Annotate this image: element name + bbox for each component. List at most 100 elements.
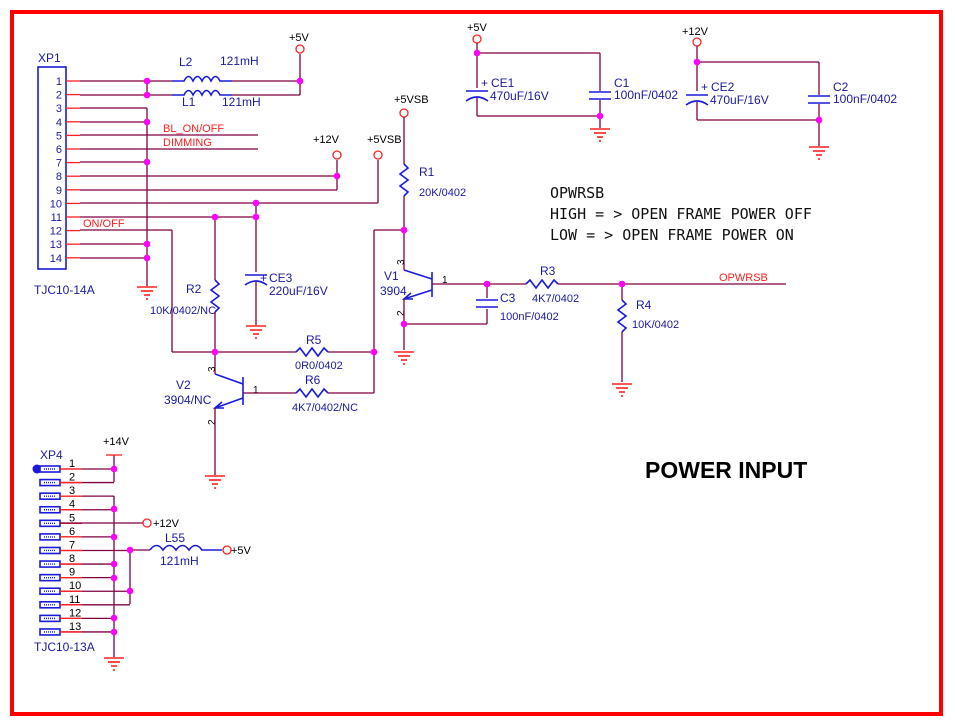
power-port-5vsb-mid: [373, 150, 383, 160]
net-label-bl-on-off: BL_ON/OFF: [163, 123, 224, 135]
transistor-v2[interactable]: V2 3904/NC 3 1 2: [164, 366, 259, 425]
junction-dot: [110, 614, 118, 622]
xp1-pin-10: 10: [50, 198, 62, 210]
junction-dot: [143, 158, 151, 166]
junction-dot: [400, 320, 408, 328]
transistor-v1[interactable]: V1 3904 3 1 2: [380, 259, 448, 316]
ground-icon: [136, 286, 158, 300]
xp1-pin-13: 13: [50, 239, 62, 251]
capacitor-c2[interactable]: C2 100nF/0402: [808, 80, 897, 106]
junction-dot: [143, 240, 151, 248]
power-label-12v-ce2: +12V: [682, 26, 709, 38]
xp4-pin: 13: [39, 621, 114, 636]
junction-dot: [252, 213, 260, 221]
v1-pin3: 3: [396, 259, 407, 265]
xp1-wires: [66, 80, 379, 353]
power-port-12v-xp4: [142, 518, 152, 528]
junction-dot: [333, 172, 341, 180]
xp1-body: [37, 66, 67, 270]
junction-dot: [618, 280, 626, 288]
xp4-pin-number: 3: [69, 485, 75, 497]
ce1-polarity: +: [481, 76, 488, 90]
inductor-l2[interactable]: L2 121mH: [172, 54, 259, 83]
junction-dot: [483, 280, 491, 288]
xp1-pin-4: 4: [56, 117, 62, 129]
l1-value: 121mH: [222, 95, 261, 109]
xp4-pin-number: 10: [69, 580, 81, 592]
power-label-12v-xp4: +12V: [153, 518, 180, 530]
junction-dot: [296, 77, 304, 85]
xp4-pin-number: 1: [69, 458, 75, 470]
c3-ref: C3: [500, 291, 516, 305]
note-line-1: OPWRSB: [550, 184, 604, 202]
power-port-5v-ce1: [472, 34, 482, 44]
power-label-5vsb-r1: +5VSB: [394, 94, 429, 106]
l55-value: 121mH: [160, 554, 199, 568]
v1-pin1: 1: [442, 275, 448, 286]
xp4-pin-number: 8: [69, 553, 75, 565]
r5-value: 0R0/0402: [295, 360, 343, 372]
xp4-part: TJC10-13A: [34, 640, 95, 654]
ground-icon: [245, 325, 267, 339]
power-label-14v: +14V: [103, 436, 130, 448]
xp4-pin: 10: [39, 580, 130, 596]
junction-dot: [110, 574, 118, 582]
junction-dot: [400, 226, 408, 234]
xp1-pin-2: 2: [56, 90, 62, 102]
resistor-r2[interactable]: R2 10K/0402/NC: [150, 279, 221, 317]
v2-pin1: 1: [253, 385, 259, 396]
xp4-pin-number: 4: [69, 499, 75, 511]
inductor-l1[interactable]: L1 121mH: [172, 89, 261, 110]
xp1-part: TJC10-14A: [34, 283, 95, 297]
junction-dot: [110, 628, 118, 636]
junction-dot: [126, 546, 134, 554]
inductor-l55[interactable]: L55 121mH: [149, 531, 222, 568]
r1-ref: R1: [419, 165, 435, 179]
ground-icon: [393, 351, 415, 365]
junction-dot: [596, 112, 604, 120]
xp1-pin-3: 3: [56, 103, 62, 115]
capacitor-ce2[interactable]: + CE2 470uF/16V: [685, 80, 769, 107]
power-label-5v-ce1: +5V: [467, 22, 488, 34]
resistor-r1[interactable]: R1 20K/0402: [398, 163, 466, 199]
c1-ref: C1: [614, 76, 630, 90]
resistor-r3[interactable]: R3 4K7/0402: [525, 264, 579, 305]
xp4-pin: 7: [39, 539, 130, 555]
capacitor-ce1[interactable]: + CE1 470uF/16V: [465, 76, 549, 103]
note-line-3: LOW = > OPEN FRAME POWER ON: [550, 226, 794, 244]
capacitor-ce3[interactable]: + CE3 220uF/16V: [244, 271, 328, 298]
xp1-pin-9: 9: [56, 185, 62, 197]
resistor-r5[interactable]: R5 0R0/0402: [295, 333, 343, 372]
capacitor-c1[interactable]: C1 100nF/0402: [589, 76, 678, 102]
r2-value: 10K/0402/NC: [150, 305, 216, 317]
xp4-pin: 2: [39, 472, 114, 487]
r6-value: 4K7/0402/NC: [292, 402, 358, 414]
xp4-pin-number: 9: [69, 567, 75, 579]
resistor-r6[interactable]: R6 4K7/0402/NC: [292, 373, 358, 414]
xp1-ref: XP1: [38, 51, 61, 65]
power-label-12v-mid: +12V: [313, 134, 340, 146]
resistor-r4[interactable]: R4 10K/0402: [616, 298, 679, 333]
capacitor-c3[interactable]: C3 100nF/0402: [476, 291, 559, 323]
r4-value: 10K/0402: [632, 319, 679, 331]
junction-dot: [110, 465, 118, 473]
xp4-pin-number: 13: [69, 621, 81, 633]
ground-icon: [589, 128, 611, 142]
junction-dot: [126, 587, 134, 595]
ground-icon: [611, 383, 633, 397]
r3-value: 4K7/0402: [532, 293, 579, 305]
xp1-pin-1: 1: [56, 76, 62, 88]
ground-icon: [808, 146, 830, 160]
l2-value: 121mH: [220, 54, 259, 68]
v1-pin2: 2: [396, 310, 407, 316]
xp4-pin-number: 2: [69, 472, 75, 484]
xp4-pin-number: 11: [69, 594, 80, 606]
l1-ref: L1: [182, 95, 196, 109]
ce2-ref: CE2: [711, 80, 735, 94]
power-port-12v-ce2: [692, 37, 702, 47]
xp4-pin: 11: [39, 594, 130, 609]
ground-icon: [103, 657, 125, 671]
